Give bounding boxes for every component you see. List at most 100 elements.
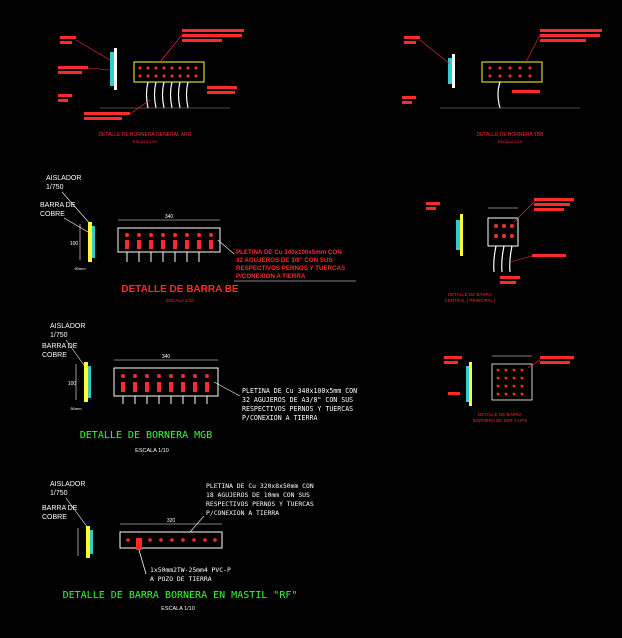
plate-lugs	[126, 252, 200, 262]
copper-bar-side	[114, 48, 117, 90]
rf-label-bar-2: COBRE	[42, 514, 67, 521]
plate-holes	[494, 224, 514, 238]
plate-holes	[126, 538, 217, 542]
insulator-wall	[456, 220, 460, 250]
rf-scale: ESCALA 1/10	[161, 606, 195, 612]
mgb-label-insulator: AISLADOR	[50, 323, 85, 330]
leader-line	[61, 191, 93, 227]
mgb-title: DETALLE DE BORNERA MGB	[80, 430, 212, 441]
central-title-1: DETALLE DE BARRA	[448, 292, 492, 297]
detail-tbb-title: DETALLE DE BORNERA TBB	[476, 132, 544, 138]
mgb-note-line-4: P/CONEXION A TIERRA	[242, 414, 317, 422]
detail-general-title: DETALLE DE BORNERA GENERAL ARG	[98, 132, 191, 138]
detail-general-bornera: DETALLE DE BORNERA GENERAL ARG ESCALA 1/…	[58, 29, 244, 144]
rf-cable-line-1: 1x50mm2TW-25mm4 PVC-P	[150, 566, 231, 574]
rf-label-insulator: AISLADOR	[50, 481, 85, 488]
plate-holes	[125, 233, 213, 237]
plate-holes	[121, 374, 209, 378]
be-note-line-1: PLETINA DE Cu 340x100x5mm CON	[236, 249, 342, 256]
leader-lines	[509, 201, 535, 263]
cable-leader	[138, 549, 147, 575]
plate-outline	[133, 61, 205, 83]
rf-dim-width: 320	[167, 518, 176, 524]
plate-holes	[496, 368, 524, 396]
small-title-2: BORNERA DE SSR Y UPS	[473, 418, 528, 423]
plate-outline	[481, 61, 543, 83]
red-annotations	[444, 356, 574, 395]
rf-label-bar-1: BARRA DE	[42, 505, 78, 512]
copper-bar-side	[452, 54, 455, 88]
mgb-dim-width: 340	[162, 354, 171, 360]
be-note-line-3: RESPECTIVOS PERNOS Y TUERCAS	[236, 265, 345, 272]
copper-bar-side	[86, 526, 90, 558]
insulator-side	[90, 530, 93, 554]
insulator-wall	[448, 58, 452, 84]
be-note-line-4: P/CONEXION A TIERRA	[236, 273, 306, 280]
note-leader	[189, 515, 205, 533]
bolt-terminals	[125, 240, 213, 249]
mgb-label-bar-2: COBRE	[42, 352, 67, 359]
rf-cable-line-2: A POZO DE TIERRA	[150, 575, 212, 583]
mgb-note-line-1: PLETINA DE Cu 340x100x5mm CON	[242, 387, 357, 395]
plate-outline	[117, 227, 221, 253]
be-dim-height: 100	[70, 241, 79, 247]
be-label-insulator: AISLADOR	[46, 175, 81, 182]
insulator-wall	[466, 366, 469, 402]
insulator-side	[92, 226, 95, 258]
mgb-scale: ESCALA 1/10	[135, 448, 169, 454]
copper-bar-side	[460, 214, 463, 256]
detail-barra-central: DETALLE DE BARRA CENTRAL ( PRINCIPAL )	[426, 198, 574, 303]
mgb-note: PLETINA DE Cu 340x100x5mm CON 32 AGUJERO…	[242, 387, 357, 422]
mgb-dim-side: 50mm	[70, 406, 82, 411]
central-title-2: CENTRAL ( PRINCIPAL )	[445, 298, 496, 303]
be-dim-width: 340	[165, 214, 174, 220]
be-note: PLETINA DE Cu 340x100x5mm CON 32 AGUJERO…	[234, 249, 356, 282]
cable-lug	[136, 538, 142, 550]
mgb-dim-height: 100	[68, 381, 77, 387]
insulator-side	[88, 366, 91, 398]
be-label-bar-1: BARRA DE	[40, 202, 76, 209]
rf-note-line-1: PLETINA DE Cu 320x8x50mm CON	[206, 482, 314, 490]
note-leader	[213, 381, 241, 397]
detail-barra-small: DETALLE DE BARRA BORNERA DE SSR Y UPS	[444, 355, 574, 423]
be-label-ratio: 1/750	[46, 184, 64, 191]
leader-line	[65, 339, 87, 369]
ground-cable	[497, 81, 501, 109]
detail-tbb-scale: ESCALA 1/10	[498, 139, 523, 144]
be-note-line-2: 32 AGUJEROS DE 3/8" CON SUS	[236, 257, 333, 264]
be-scale: ESCALA 1/10	[166, 298, 194, 303]
red-annotations	[426, 198, 574, 284]
plate-outline	[487, 217, 519, 247]
plate-holes	[138, 66, 198, 78]
rf-note-line-4: P/CONEXION A TIERRA	[206, 509, 279, 517]
copper-bar-side	[88, 222, 92, 262]
copper-bar-side	[84, 362, 88, 402]
rf-title: DETALLE DE BARRA BORNERA EN MASTIL "RF"	[63, 590, 298, 601]
rf-note-line-3: RESPECTIVOS PERNOS Y TUERCAS	[206, 500, 314, 508]
insulator-wall	[110, 52, 114, 86]
ground-cables	[145, 81, 189, 109]
leader-line	[65, 497, 89, 529]
detail-bornera-mgb: AISLADOR 1/750 BARRA DE COBRE 100 50mm 3…	[42, 323, 357, 454]
detail-barra-rf: AISLADOR 1/750 BARRA DE COBRE 320 PLETIN…	[42, 481, 314, 612]
detail-general-scale: ESCALA 1/10	[133, 139, 158, 144]
mgb-note-line-2: 32 AGUJEROS DE A3/8" CON SUS	[242, 396, 353, 404]
plate-outline	[119, 531, 223, 549]
leader-lines	[419, 34, 541, 65]
rf-note-line-2: 18 AGUJEROS DE 10mm CON SUS	[206, 491, 310, 499]
ground-cables	[493, 245, 513, 273]
be-label-bar-2: COBRE	[40, 211, 65, 218]
leader-line	[63, 217, 89, 233]
note-leader	[217, 239, 235, 255]
rf-label-ratio: 1/750	[50, 490, 68, 497]
bolt-terminals	[121, 382, 209, 392]
mgb-note-line-3: RESPECTIVOS PERNOS Y TUERCAS	[242, 405, 353, 413]
mgb-label-ratio: 1/750	[50, 332, 68, 339]
copper-bar-side	[469, 362, 472, 406]
red-annotations	[58, 29, 244, 120]
rf-note: PLETINA DE Cu 320x8x50mm CON 18 AGUJEROS…	[206, 482, 314, 517]
leader-line	[527, 359, 541, 369]
be-title: DETALLE DE BARRA BE	[121, 284, 239, 295]
leader-lines	[75, 34, 183, 115]
